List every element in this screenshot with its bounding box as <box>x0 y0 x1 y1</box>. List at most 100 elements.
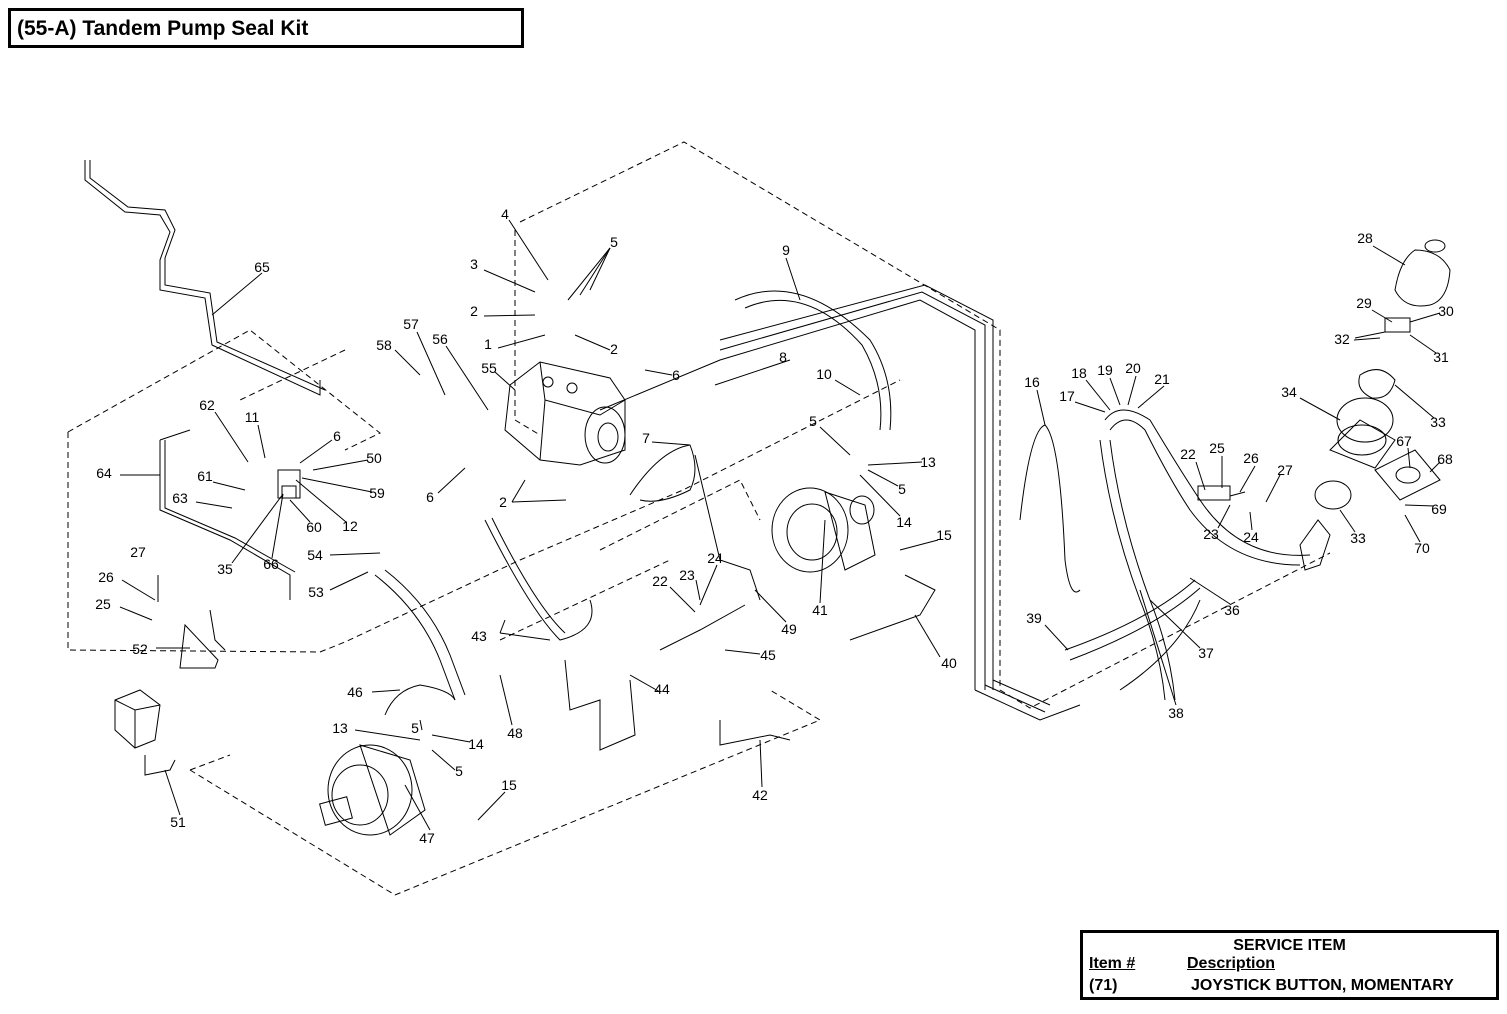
callout-48: 48 <box>507 725 523 741</box>
service-item-number: (71) <box>1089 977 1118 994</box>
pipe-65 <box>84 160 326 396</box>
callout-9: 9 <box>782 242 790 258</box>
motor-41 <box>771 487 876 573</box>
callout-2: 2 <box>610 341 618 357</box>
callout-6: 6 <box>426 489 434 505</box>
callout-38: 38 <box>1168 705 1184 721</box>
callout-49: 49 <box>781 621 797 637</box>
callout-63: 63 <box>172 490 188 506</box>
callout-32: 32 <box>1334 331 1350 347</box>
tube-52 <box>179 609 226 669</box>
callout-6: 6 <box>672 367 680 383</box>
hose-9 <box>734 290 892 431</box>
callout-5: 5 <box>411 720 419 736</box>
callout-22: 22 <box>1180 446 1196 462</box>
dashed-frame <box>67 141 1331 896</box>
hose-53 <box>374 569 466 701</box>
callout-2: 2 <box>499 494 507 510</box>
callout-11: 11 <box>245 409 260 425</box>
callout-37: 37 <box>1198 645 1214 661</box>
callout-5: 5 <box>455 763 463 779</box>
callout-22: 22 <box>652 573 668 589</box>
callout-58: 58 <box>376 337 392 353</box>
callout-13: 13 <box>332 720 348 736</box>
callout-23: 23 <box>1203 526 1219 542</box>
service-item-box: SERVICE ITEM Item # Description (71) JOY… <box>1080 930 1499 1000</box>
callout-17: 17 <box>1059 388 1075 404</box>
callout-31: 31 <box>1433 349 1449 365</box>
callout-30: 30 <box>1438 303 1454 319</box>
valve-block-left <box>114 689 161 749</box>
service-item-description: JOYSTICK BUTTON, MOMENTARY <box>1191 977 1454 994</box>
callout-28: 28 <box>1357 230 1373 246</box>
callout-4: 4 <box>501 206 509 222</box>
callout-27: 27 <box>1277 462 1293 478</box>
callout-35: 35 <box>217 561 233 577</box>
callout-33: 33 <box>1350 530 1366 546</box>
callout-2: 2 <box>470 303 478 319</box>
callout-70: 70 <box>1414 540 1430 556</box>
motor-47 <box>319 744 426 836</box>
callout-24: 24 <box>707 550 723 566</box>
callout-67: 67 <box>1396 433 1412 449</box>
callout-19: 19 <box>1097 362 1113 378</box>
callout-21: 21 <box>1154 371 1170 387</box>
callout-14: 14 <box>896 514 912 530</box>
service-item-heading: SERVICE ITEM <box>1233 937 1346 954</box>
callout-44: 44 <box>654 681 670 697</box>
callout-23: 23 <box>679 567 695 583</box>
callout-5: 5 <box>610 234 618 250</box>
plate-67 <box>1374 449 1441 501</box>
callout-57: 57 <box>403 316 419 332</box>
title-box: (55-A) Tandem Pump Seal Kit <box>8 8 524 48</box>
callout-25: 25 <box>95 596 111 612</box>
callout-27: 27 <box>130 544 146 560</box>
callout-64: 64 <box>96 465 112 481</box>
tandem-pump <box>504 361 626 466</box>
connector-36 <box>1299 519 1331 571</box>
callout-1: 1 <box>484 336 492 352</box>
callout-69: 69 <box>1431 501 1447 517</box>
callout-54: 54 <box>307 547 323 563</box>
leader-lines <box>119 219 1441 831</box>
callout-41: 41 <box>812 602 828 618</box>
pipe-64 <box>159 429 296 600</box>
callout-59: 59 <box>369 485 385 501</box>
boot-34 <box>1329 397 1396 469</box>
callout-50: 50 <box>366 450 382 466</box>
callout-40: 40 <box>941 655 957 671</box>
tube-49 <box>659 454 761 651</box>
tube-bundle <box>599 284 1081 721</box>
page-title: (55-A) Tandem Pump Seal Kit <box>17 17 309 40</box>
callout-15: 15 <box>936 527 952 543</box>
tube-40 <box>849 574 936 641</box>
callout-51: 51 <box>170 814 186 830</box>
callout-47: 47 <box>419 830 435 846</box>
callout-10: 10 <box>816 366 832 382</box>
callout-56: 56 <box>432 331 448 347</box>
callout-66: 66 <box>263 556 279 572</box>
hoses-16-38 <box>1019 409 1311 701</box>
tube-44 <box>564 659 636 751</box>
valve-block-60 <box>277 469 301 499</box>
hose-43 <box>484 517 593 641</box>
callout-34: 34 <box>1281 384 1297 400</box>
joystick-28 <box>1394 239 1451 307</box>
tube-7 <box>629 444 696 502</box>
callout-18: 18 <box>1071 365 1087 381</box>
service-item-column-description: Description <box>1187 955 1276 972</box>
callout-13: 13 <box>920 454 936 470</box>
bracket-22 <box>1197 485 1246 501</box>
callout-14: 14 <box>468 736 484 752</box>
callout-26: 26 <box>1243 450 1259 466</box>
callout-12: 12 <box>342 518 358 534</box>
callout-15: 15 <box>501 777 517 793</box>
callout-52: 52 <box>132 641 148 657</box>
callout-33: 33 <box>1430 414 1446 430</box>
hose-46 <box>384 684 456 716</box>
callout-53: 53 <box>308 584 324 600</box>
callout-16: 16 <box>1024 374 1040 390</box>
callout-36: 36 <box>1224 602 1240 618</box>
callout-62: 62 <box>199 397 215 413</box>
